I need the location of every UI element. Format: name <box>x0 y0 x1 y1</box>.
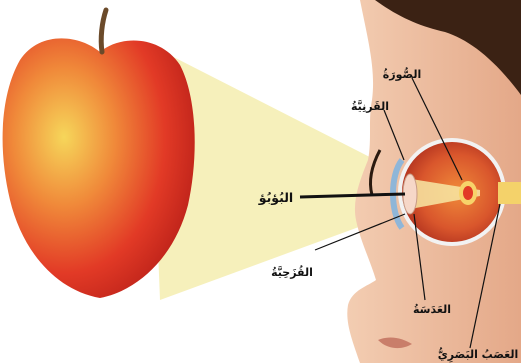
label-optic-nerve: العَصَبُ البَصَرِيُّ <box>438 347 519 363</box>
label-cornea: القَرنِيَّةُ <box>351 99 389 113</box>
label-pupil: البُؤبُؤ <box>258 190 293 205</box>
label-image: الصُّورَةُ <box>383 67 421 81</box>
label-iris: القُزَحِيَّةُ <box>271 265 313 279</box>
retina-image-core <box>463 186 473 200</box>
label-lens: العَدَسَةُ <box>413 303 451 316</box>
apple-stem <box>101 10 106 52</box>
optic-nerve <box>498 182 521 204</box>
lens <box>403 174 417 214</box>
